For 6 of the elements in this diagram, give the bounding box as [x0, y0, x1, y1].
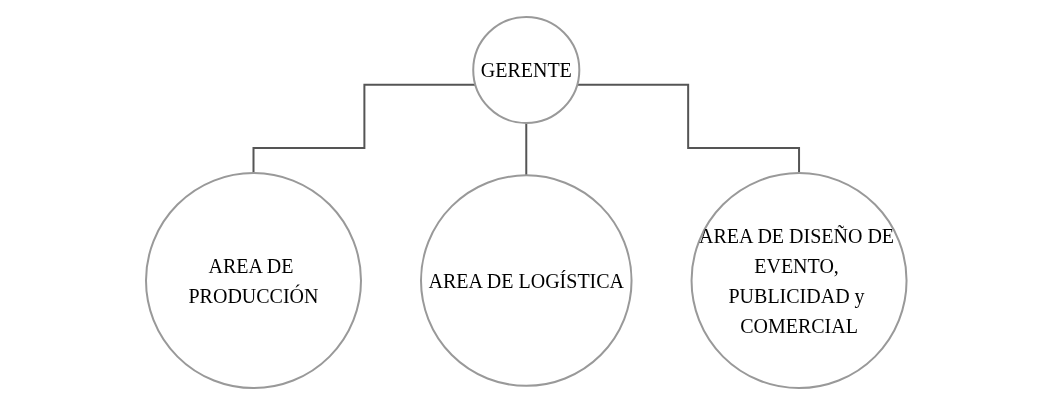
node-circle: AREA DE PRODUCCIÓN — [145, 172, 363, 390]
node-circle: GERENTE — [472, 15, 581, 125]
connector — [576, 83, 801, 175]
node-circle: AREA DE LOGÍSTICA — [420, 174, 633, 387]
connector — [525, 122, 528, 177]
node-circle: AREA DE DISEÑO DE EVENTO, PUBLICIDAD y COMERCIAL — [690, 172, 908, 390]
